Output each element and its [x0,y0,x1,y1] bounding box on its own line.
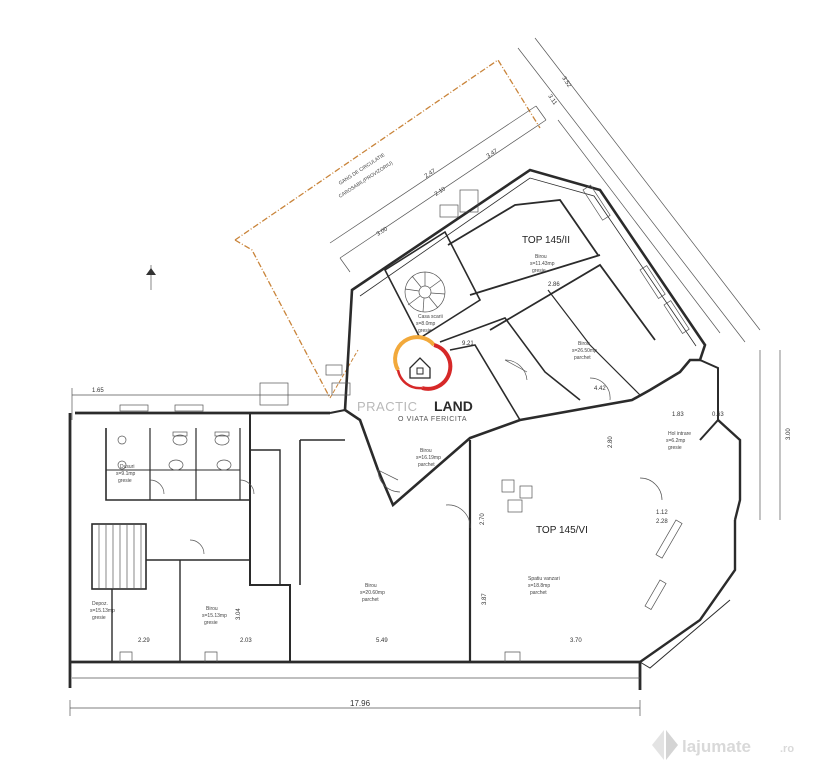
dimension-label: 1.83 [672,412,684,418]
room-floor: parchet [574,355,591,361]
brand-word-bold: LAND [434,398,473,414]
watermark-text: lajumate [682,737,751,756]
dimension-label: 3.52 [560,76,572,90]
room-floor: parchet [530,590,547,596]
dimension-lines-top [329,37,761,343]
room-area: s=16.19mp [416,455,441,461]
upper-building [325,168,719,508]
dimension-label: 1.65 [92,388,104,394]
room-area: s=26.50mp [572,348,597,354]
brand-tagline: O VIATA FERICITA [398,416,467,423]
room-name: Birou [535,254,547,260]
room-area: s=9.1mp [116,471,136,477]
dimension-label: 2.10 [434,186,448,198]
dimension-label: 5.49 [376,638,388,644]
toilet-icon [117,431,232,471]
room-name: Birou [578,341,590,347]
room-floor: gresie [92,615,106,621]
room-floor: parchet [362,597,379,603]
room-name: Birou [420,448,432,454]
room-area: s=20.60mp [360,590,385,596]
practic-land-logo: PRACTIC LAND O VIATA FERICITA [357,335,473,423]
dimension-label: 2.47 [424,168,438,180]
room-floor: gresie [118,478,132,484]
dimension-label: 1.12 [656,510,668,516]
dimension-label: 3.00 [376,226,390,238]
unit-label-top145-vi: TOP 145/VI [536,525,588,536]
room-name: Spatiu vanzari [528,576,560,582]
brand-word-light: PRACTIC [357,399,418,414]
dimension-label: 3.47 [486,148,500,160]
spiral-stair-icon [404,271,446,313]
room-name: Birou [206,606,218,612]
unit-label-top145-ii: TOP 145/II [522,235,570,246]
room-floor: gresie [418,328,432,334]
room-area: s=15.13mp [90,608,115,614]
lajumate-logo-icon [652,730,678,760]
dimension-label: 2.70 [480,513,486,525]
room-floor: parchet [418,462,435,468]
dimension-labels: 17.96 1.65 5.49 3.70 2.29 2.03 3.52 3.11… [92,76,792,708]
dimension-label: 9.21 [462,341,474,347]
house-logo-icon [393,335,453,391]
straight-stair-icon [98,524,142,589]
room-area: s=15.13mp [202,613,227,619]
room-floor: gresie [668,445,682,451]
room-area: s=18.8mp [528,583,550,589]
dimension-total-width: 17.96 [350,699,371,708]
lower-building [68,350,781,716]
room-area: s=6.2mp [666,438,686,444]
room-floor: gresie [204,620,218,626]
room-area: s=8.0mp [416,321,436,327]
dimension-label: 3.11 [546,94,558,107]
dimension-label: 2.03 [240,638,252,644]
dimension-label: 2.29 [138,638,150,644]
room-area: s=11.43mp [530,261,555,267]
room-floor: gresie [532,268,546,274]
watermark-suffix: .ro [780,743,794,755]
room-name: Dusuri [120,464,134,470]
site-boundary [234,59,541,399]
dimension-label: 4.42 [594,386,606,392]
dimension-label: 3.04 [236,608,242,620]
dimension-label: 2.80 [608,436,614,448]
dimension-label: 3.00 [786,428,792,440]
dimension-label: 0.63 [712,412,724,418]
room-name: Birou [365,583,377,589]
dimension-label: 2.28 [656,519,668,525]
room-name: Hol intrare [668,431,691,437]
dimension-label: 2.86 [548,282,560,288]
lajumate-watermark: lajumate .ro [652,730,794,760]
north-arrow-icon [146,265,156,290]
dimension-label: 3.87 [482,593,488,605]
room-name: Casa scarii [418,314,443,320]
room-name: Depoz. [92,601,108,607]
dimension-label: 3.70 [570,638,582,644]
